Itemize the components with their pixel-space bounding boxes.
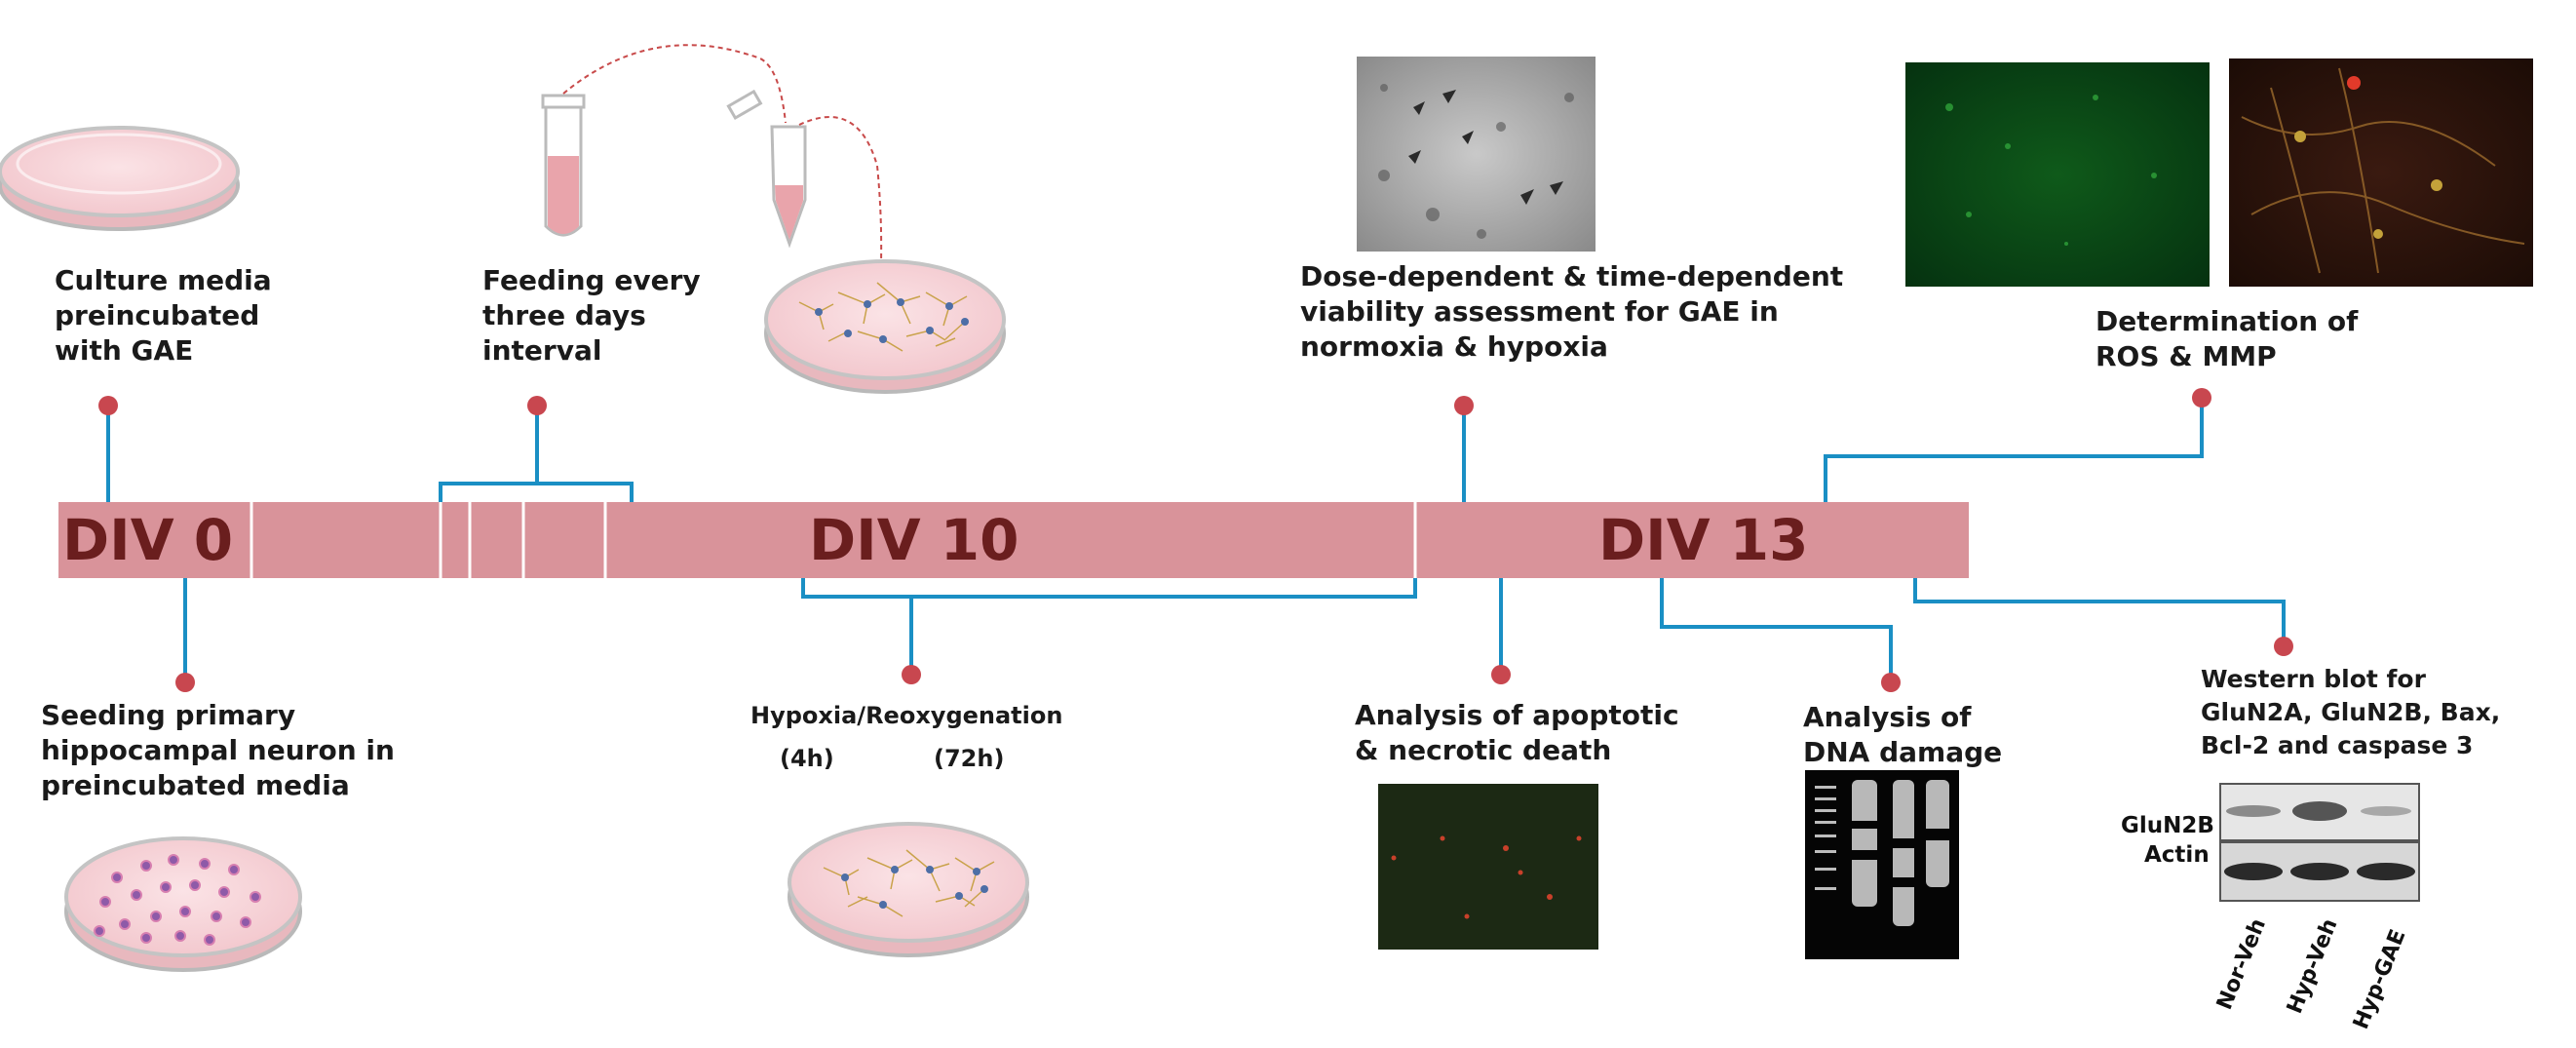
apoptotic-label: Analysis of apoptotic & necrotic death <box>1355 699 1679 766</box>
western-blot-image <box>2219 783 2420 902</box>
seeding-label: Seeding primary hippocampal neuron in pr… <box>41 699 395 801</box>
dna-damage-label: Analysis of DNA damage <box>1803 701 2003 768</box>
wb-row-label-gluN2B: GluN2B <box>2121 813 2214 838</box>
hypoxia-dish-illustration <box>788 822 1029 957</box>
hypoxia-label: Hypoxia/Reoxygenation <box>750 702 1063 729</box>
seeding-dish-illustration <box>64 836 302 972</box>
culture-media-label: Culture media preincubated with GAE <box>55 264 272 367</box>
viability-micrograph <box>1357 57 1596 252</box>
timeline-bar <box>58 502 1969 578</box>
reoxygenation-duration-72h: (72h) <box>934 745 1005 772</box>
stage-label-div0: DIV 0 <box>62 507 234 573</box>
viability-label: Dose-dependent & time-dependent viabilit… <box>1300 260 1844 363</box>
dna-gel-image <box>1805 770 1959 959</box>
mmp-micrograph <box>2229 58 2533 287</box>
marker-dots <box>98 388 2293 692</box>
stage-label-div10: DIV 10 <box>809 507 1019 573</box>
western-blot-label: Western blot for GluN2A, GluN2B, Bax, Bc… <box>2201 665 2501 759</box>
wb-row-label-actin: Actin <box>2144 842 2210 868</box>
culture-dish-illustration <box>0 126 240 231</box>
hypoxia-duration-4h: (4h) <box>780 745 834 772</box>
feeding-label: Feeding every three days interval <box>482 264 701 367</box>
stage-label-div13: DIV 13 <box>1598 507 1809 573</box>
apoptosis-micrograph <box>1378 784 1598 950</box>
ros-micrograph <box>1905 62 2210 287</box>
connector-lines <box>106 398 2286 682</box>
feeding-tubes-illustration <box>541 44 1006 394</box>
ros-mmp-label: Determination of ROS & MMP <box>2095 305 2359 372</box>
